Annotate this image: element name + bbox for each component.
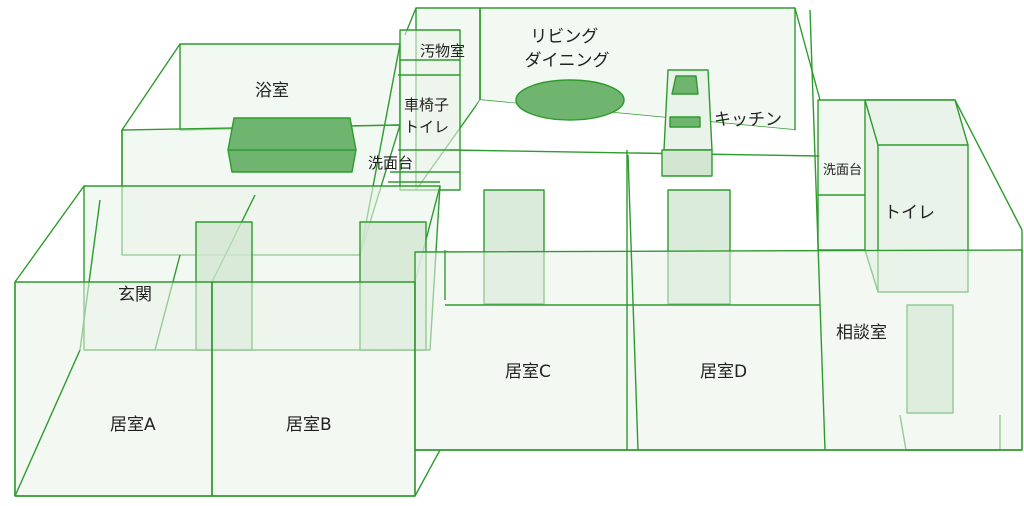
label-room-a: 居室A xyxy=(110,415,156,435)
kitchen-cabinet xyxy=(661,149,713,177)
label-room-d: 居室D xyxy=(700,362,747,382)
room-cd-front xyxy=(414,249,1023,451)
label-wheelchair-toilet: 車椅子 トイレ xyxy=(404,96,454,136)
kitchen-sink xyxy=(669,116,701,128)
label-kitchen: キッチン xyxy=(714,110,782,130)
label-living-dining: リビング ダイニング xyxy=(525,27,610,71)
dining-table xyxy=(515,79,625,121)
label-entrance: 玄関 xyxy=(118,285,152,305)
label-room-b: 居室B xyxy=(286,415,332,435)
label-washbasin-left: 洗面台 xyxy=(368,154,413,172)
label-consultation: 相談室 xyxy=(836,323,887,343)
label-living: リビング xyxy=(530,27,598,47)
kitchen-stove xyxy=(671,75,699,95)
label-dining: ダイニング xyxy=(525,51,610,71)
label-washbasin-right: 洗面台 xyxy=(823,163,862,178)
room-a-front xyxy=(14,281,213,497)
label-toilet: トイレ xyxy=(884,203,935,223)
label-room-c: 居室C xyxy=(505,362,551,382)
label-bathroom: 浴室 xyxy=(255,81,289,101)
room-b-front xyxy=(211,281,416,497)
bath-back-wall xyxy=(179,43,401,131)
label-soiled-utility: 汚物室 xyxy=(420,42,465,60)
bathtub xyxy=(227,117,357,173)
